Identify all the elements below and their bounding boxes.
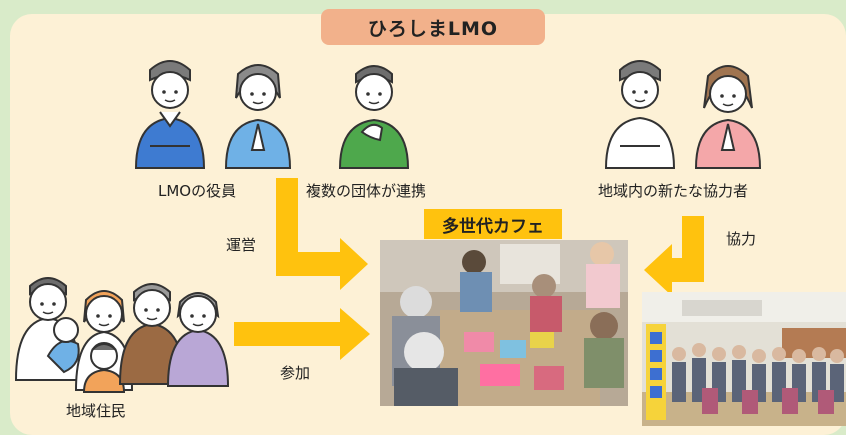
cooperate-arrow bbox=[644, 216, 704, 296]
participate-label: 参加 bbox=[280, 364, 311, 382]
officer-figure-2 bbox=[224, 64, 292, 169]
cafe-photo bbox=[380, 240, 628, 406]
title-badge: ひろしまLMO bbox=[321, 9, 545, 45]
operate-label: 運営 bbox=[226, 236, 257, 254]
residents-label: 地域住民 bbox=[66, 402, 127, 420]
operate-arrow bbox=[276, 178, 368, 290]
organization-figure bbox=[338, 65, 410, 169]
hub-badge: 多世代カフェ bbox=[424, 209, 562, 239]
cooperate-label: 協力 bbox=[726, 230, 757, 248]
officers-label: LMOの役員 bbox=[158, 182, 237, 200]
organizations-label: 複数の団体が連携 bbox=[306, 182, 427, 200]
group-photo bbox=[642, 292, 846, 426]
new-partners-label: 地域内の新たな協力者 bbox=[598, 182, 749, 200]
officer-figure-1 bbox=[134, 60, 206, 169]
new-partner-figure-1 bbox=[604, 60, 676, 169]
new-partner-figure-2 bbox=[694, 65, 762, 169]
residents-family bbox=[14, 277, 230, 393]
participate-arrow bbox=[234, 308, 370, 360]
